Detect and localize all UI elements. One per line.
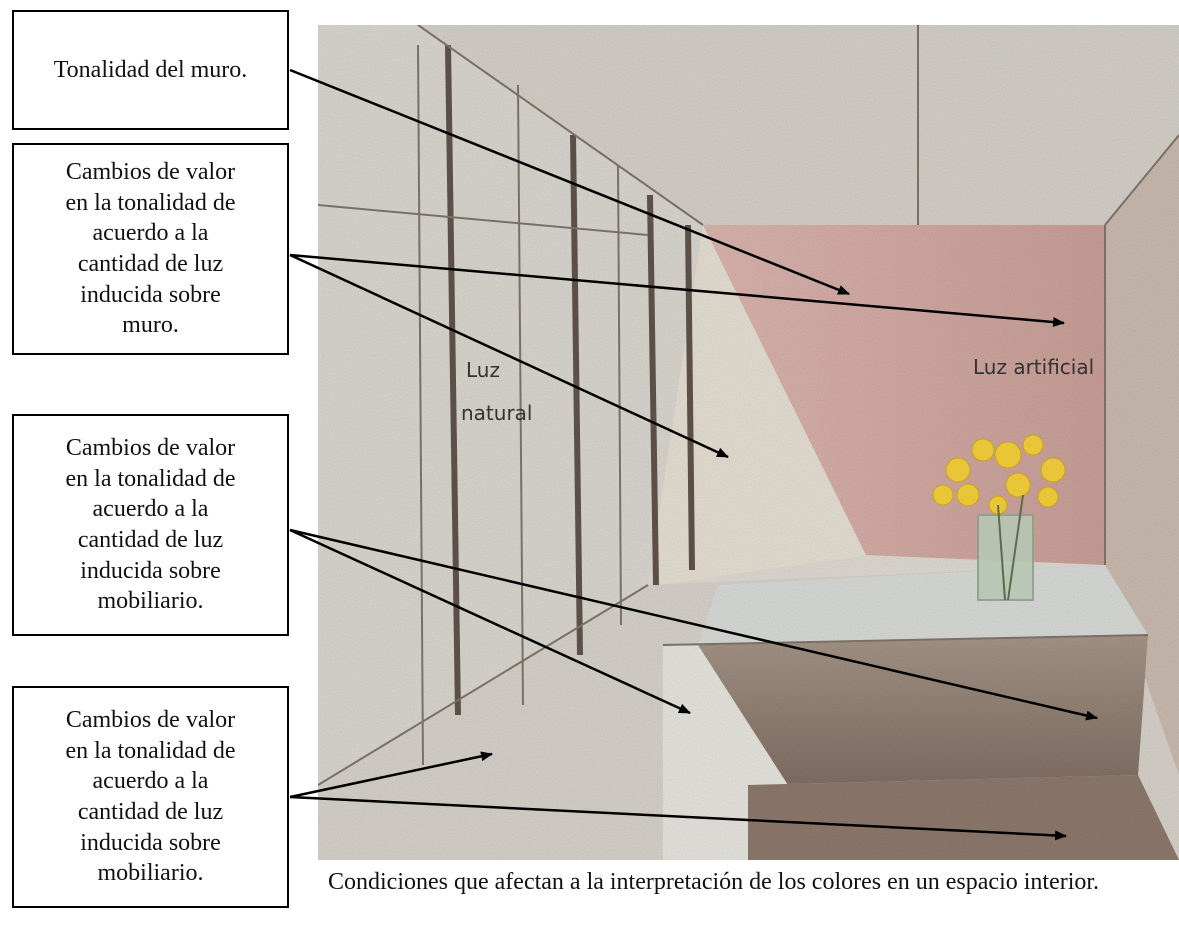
callout-furniture-values-2-text: Cambios de valor en la tonalidad de acue… <box>65 706 236 887</box>
callout-furniture-values-1: Cambios de valor en la tonalidad de acue… <box>12 414 289 636</box>
callout-wall-tone-text: Tonalidad del muro. <box>53 56 248 83</box>
callout-wall-values-text: Cambios de valor en la tonalidad de acue… <box>65 158 236 339</box>
label-artificial-light: Luz artificial <box>973 355 1094 379</box>
callout-wall-tone: Tonalidad del muro. <box>12 10 289 130</box>
label-natural-light-line2: natural <box>461 401 532 425</box>
interior-sketch: Luz natural Luz artificial <box>318 25 1179 860</box>
label-natural-light-line1: Luz <box>466 358 500 382</box>
callout-furniture-values-1-text: Cambios de valor en la tonalidad de acue… <box>65 434 236 615</box>
floor-shadow <box>748 775 1179 860</box>
callout-furniture-values-2: Cambios de valor en la tonalidad de acue… <box>12 686 289 908</box>
figure-caption: Condiciones que afectan a la interpretac… <box>328 869 1100 895</box>
callout-wall-values: Cambios de valor en la tonalidad de acue… <box>12 143 289 355</box>
